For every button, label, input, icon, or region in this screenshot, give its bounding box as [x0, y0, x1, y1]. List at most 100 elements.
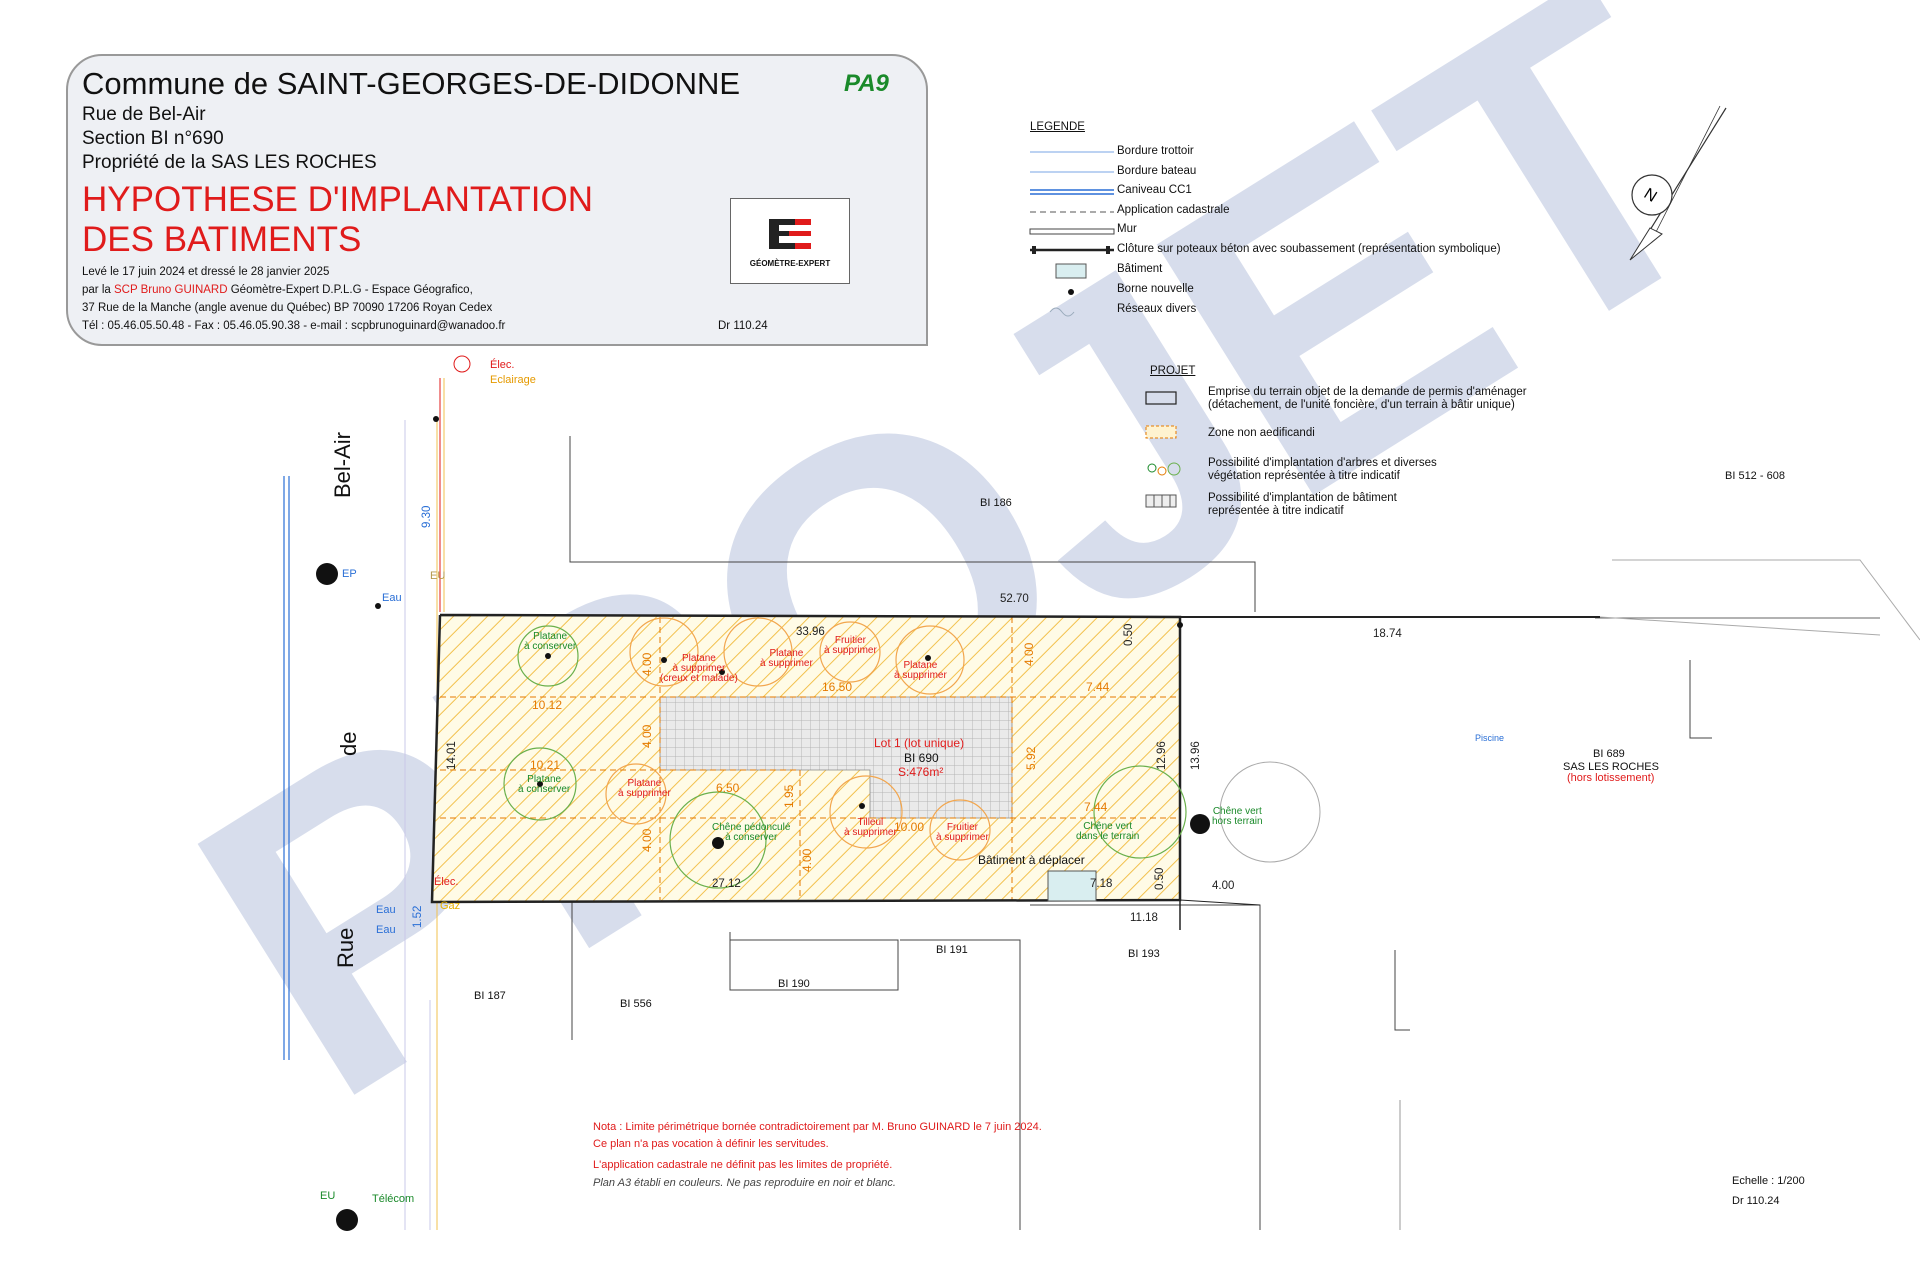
- projet-item-2: Zone non aedificandi: [1208, 427, 1315, 439]
- section-number: Section BI n°690: [82, 128, 224, 149]
- firm-address: 37 Rue de la Manche (angle avenue du Qué…: [82, 302, 493, 314]
- street-label-1: Bel-Air: [330, 431, 355, 498]
- projet-item-4: Possibilité d'implantation de bâtiment r…: [1208, 492, 1397, 518]
- tree-label-3: Platane à supprimer: [760, 648, 813, 669]
- parcel-bi193: BI 193: [1128, 948, 1160, 960]
- projet-item-4-line1: Possibilité d'implantation de bâtiment: [1208, 492, 1397, 504]
- dim-1118: 11.18: [1130, 912, 1158, 924]
- odim-1021: 10.21: [530, 758, 561, 772]
- odim-400a: 4.00: [640, 652, 654, 676]
- odim-744a: 7.44: [1086, 680, 1110, 694]
- note-3: L'application cadastrale ne définit pas …: [593, 1159, 893, 1171]
- note-2: Ce plan n'a pas vocation à définir les s…: [593, 1138, 829, 1150]
- dim-1296: 12.96: [1156, 741, 1168, 770]
- network-telecom: Télécom: [372, 1193, 415, 1205]
- dim-3396: 33.96: [796, 626, 825, 638]
- scale-ref: Dr 110.24: [1732, 1195, 1780, 1207]
- odim-400c: 4.00: [1022, 642, 1036, 666]
- firm-contact: Tél : 05.46.05.50.48 - Fax : 05.46.05.90…: [82, 320, 506, 332]
- odim-744b: 7.44: [1084, 800, 1108, 814]
- projet-item-3: Possibilité d'implantation d'arbres et d…: [1208, 457, 1437, 483]
- tree-label-11: Chêne vert dans le terrain: [1076, 821, 1140, 842]
- odim-400d: 4.00: [640, 828, 654, 852]
- network-eu-bottom: EU: [320, 1190, 336, 1202]
- firm-suffix: Géomètre-Expert D.P.L.G - Espace Géograf…: [230, 284, 473, 296]
- tree-label-9: Tilleul à supprimer: [844, 817, 897, 838]
- tree-label-2: Platane à supprimer (creux et malade): [660, 653, 738, 684]
- network-eclairage: Eclairage: [490, 374, 536, 386]
- parcel-bi187: BI 187: [474, 990, 506, 1002]
- odim-400e: 4.00: [800, 848, 814, 872]
- legend-item-5: Mur: [1117, 223, 1137, 235]
- dim-152: 1.52: [412, 905, 424, 928]
- legend-item-2: Bordure bateau: [1117, 165, 1197, 177]
- network-gaz: Gaz: [440, 900, 461, 912]
- lot-parcel: BI 690: [904, 751, 939, 765]
- dim-930: 9.30: [421, 505, 433, 528]
- tree-label-8: Chêne pédonculé à conserver: [712, 822, 791, 843]
- projet-item-3-line2: végétation représentée à titre indicatif: [1208, 470, 1400, 482]
- parcel-bi190: BI 190: [778, 978, 810, 990]
- note-1: Nota : Limite périmétrique bornée contra…: [593, 1121, 1042, 1133]
- dim-5270: 52.70: [1000, 593, 1029, 605]
- tree-label-4: Fruitier à supprimer: [824, 635, 877, 656]
- network-eau-top: Eau: [382, 592, 402, 604]
- parcel-bi512: BI 512 - 608: [1725, 470, 1785, 482]
- tree-label-7: Platane à supprimer: [618, 778, 671, 799]
- dim-718: 7.18: [1090, 878, 1113, 890]
- drawing-ref: Dr 110.24: [718, 320, 768, 332]
- tree-label-6: Platane à conserver: [518, 774, 571, 795]
- parcel-bi689-owner: SAS LES ROCHES: [1563, 761, 1659, 773]
- logo-text: GÉOMÈTRE-EXPERT: [749, 259, 831, 268]
- tree-label-1: Platane à conserver: [524, 631, 577, 652]
- dim-1396: 13.96: [1190, 741, 1202, 770]
- firm-name: SCP Bruno GUINARD: [113, 284, 228, 296]
- scale-label: Echelle : 1/200: [1732, 1175, 1805, 1187]
- odim-400b: 4.00: [640, 724, 654, 748]
- lot-area: S:476m²: [898, 765, 944, 779]
- network-ep: EP: [342, 568, 357, 580]
- plan-title-line2: DES BATIMENTS: [82, 220, 362, 259]
- tree-label-5: Platane à supprimer: [894, 660, 947, 681]
- survey-dates: Levé le 17 juin 2024 et dressé le 28 jan…: [82, 266, 330, 278]
- network-eau-b2: Eau: [376, 924, 396, 936]
- owner: Propriété de la SAS LES ROCHES: [82, 152, 377, 173]
- parcel-bi191: BI 191: [936, 944, 968, 956]
- projet-item-4-line2: représentée à titre indicatif: [1208, 505, 1344, 517]
- dim-050a: 0.50: [1123, 623, 1135, 646]
- street-label-3: Rue: [333, 927, 358, 968]
- piece-number: PA9: [844, 70, 889, 97]
- geometre-expert-logo-icon: [769, 219, 811, 249]
- parcel-bi689: BI 689: [1593, 748, 1625, 760]
- odim-1000: 10.00: [894, 820, 925, 834]
- commune-title: Commune de SAINT-GEORGES-DE-DIDONNE: [82, 66, 741, 101]
- street-name: Rue de Bel-Air: [82, 104, 206, 125]
- legend-item-9: Réseaux divers: [1117, 303, 1197, 315]
- odim-1012: 10.12: [532, 698, 563, 712]
- legend-item-6: Clôture sur poteaux béton avec soubassem…: [1117, 243, 1501, 255]
- parcel-bi556: BI 556: [620, 998, 652, 1010]
- odim-1650: 16.50: [822, 680, 853, 694]
- legend-symbols: [1029, 151, 1115, 317]
- dim-400-right: 4.00: [1212, 880, 1235, 892]
- odim-195: 1.95: [782, 784, 796, 808]
- street-label-2: de: [336, 731, 361, 756]
- note-4: Plan A3 établi en couleurs. Ne pas repro…: [593, 1177, 896, 1189]
- dim-2712: 27.12: [712, 878, 741, 890]
- legend-item-3: Caniveau CC1: [1117, 184, 1192, 196]
- odim-650: 6.50: [716, 781, 740, 795]
- legend-item-1: Bordure trottoir: [1117, 145, 1194, 157]
- network-eau-b1: Eau: [376, 904, 396, 916]
- projet-item-1: Emprise du terrain objet de la demande d…: [1208, 386, 1527, 412]
- geometre-expert-logo: GÉOMÈTRE-EXPERT: [730, 198, 850, 284]
- building-move-label: Bâtiment à déplacer: [978, 853, 1085, 867]
- tree-label-10: Fruitier à supprimer: [936, 822, 989, 843]
- projet-item-1-line1: Emprise du terrain objet de la demande d…: [1208, 386, 1527, 398]
- legend-item-7: Bâtiment: [1117, 263, 1163, 275]
- network-eu-top: EU: [430, 570, 446, 582]
- piscine-label: Piscine: [1475, 733, 1505, 743]
- parcel-bi689-note: (hors lotissement): [1567, 772, 1655, 784]
- north-arrow-icon: N: [1629, 105, 1727, 261]
- network-elec-bottom: Élec.: [434, 876, 459, 888]
